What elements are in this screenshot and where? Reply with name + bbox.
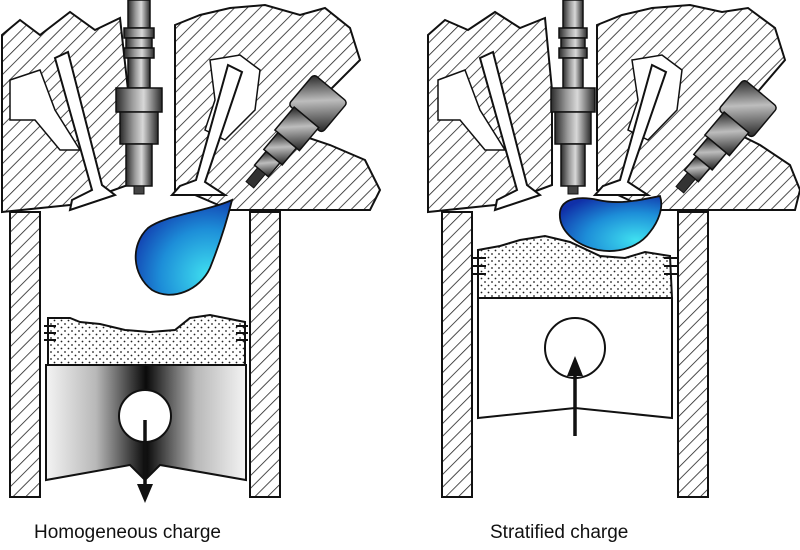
caption-stratified: Stratified charge [490, 522, 629, 543]
fuel-injector [675, 79, 777, 194]
homogeneous-engine [1, 0, 382, 503]
caption-homogeneous: Homogeneous charge [34, 522, 221, 543]
exhaust-valve [169, 63, 244, 196]
spark-plug [115, 0, 163, 195]
piston-rings [472, 257, 678, 275]
cylinder-wall-left [9, 211, 41, 498]
piston-crown [47, 313, 246, 366]
piston-motion-arrow-down [137, 420, 153, 503]
piston-motion-arrow-up [567, 356, 583, 436]
intake-port [9, 69, 82, 151]
intake-valve [53, 50, 118, 212]
fuel-spray [134, 198, 234, 296]
spark-plug [550, 0, 596, 195]
piston-crown [477, 234, 674, 299]
fuel-spray [559, 194, 663, 252]
cylinder-wall-left [441, 211, 473, 498]
cylinder-wall-right [677, 211, 709, 498]
intake-valve [478, 50, 543, 212]
stratified-engine [427, 0, 800, 498]
intake-port [437, 69, 507, 151]
cylinder-wall-right [249, 211, 281, 498]
piston-rings [44, 325, 248, 341]
fuel-injector [245, 74, 347, 189]
exhaust-valve [592, 63, 668, 196]
